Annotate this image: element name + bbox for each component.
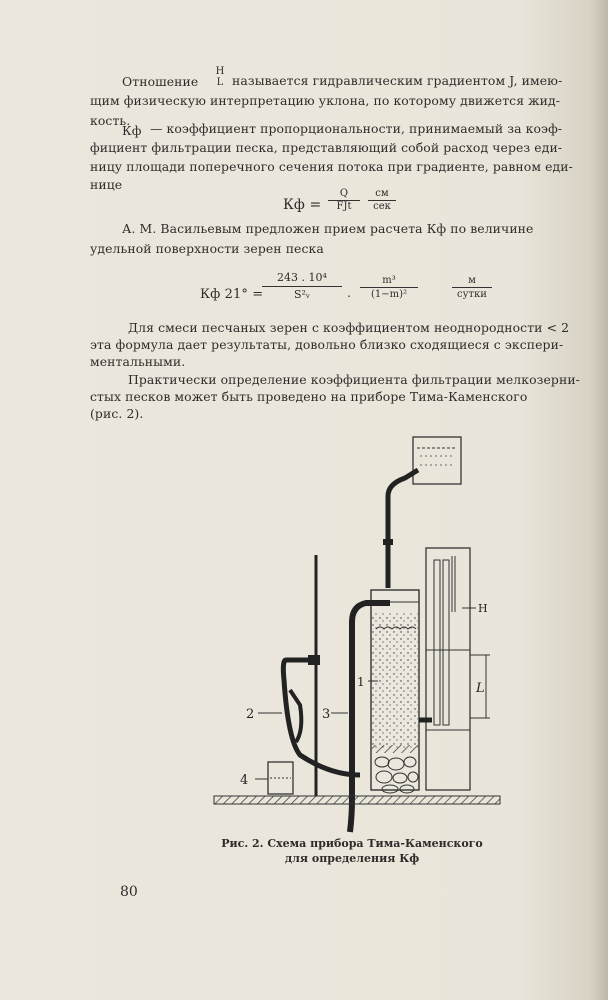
text-line: (рис. 2).: [90, 406, 144, 421]
text-line: фициент фильтрации песка, представляющий…: [90, 140, 563, 155]
text-line: А. М. Васильевым предложен прием расчета…: [122, 221, 534, 236]
formula1-unit: см сек: [368, 188, 396, 213]
formula2-denominator: S²ᵥ: [293, 288, 311, 301]
drain-tube-end: [288, 688, 304, 744]
text-line: — коэффициент пропорциональности, приним…: [150, 121, 563, 136]
text-line: кость.: [90, 113, 131, 128]
drain-tube: [280, 657, 361, 778]
text-line: нице: [90, 177, 123, 192]
formula2-dot: .: [347, 285, 352, 300]
formula2-unit-num: м: [452, 274, 492, 288]
text-line: щим физическую интерпретацию уклона, по …: [90, 93, 561, 108]
text-line: называется гидравлическим градиентом J, …: [232, 73, 563, 88]
formula2-fraction: 243 . 10⁴ S²ᵥ: [262, 270, 342, 303]
formula2-unit-den: сутки: [457, 289, 487, 300]
label-H: H: [478, 602, 488, 615]
formula2-unit: м сутки: [452, 274, 492, 301]
formula2-porosity-den: (1−m)²: [370, 289, 408, 300]
text-line: эта формула дает результаты, довольно бл…: [90, 337, 564, 352]
label-2: 2: [246, 707, 254, 722]
siphon-tube: [385, 467, 420, 588]
tube-clamp: [383, 539, 393, 545]
text-line: Для смеси песчаных зерен с коэффициентом…: [128, 320, 570, 335]
piezometer: [425, 547, 471, 791]
base-plate: [213, 795, 501, 805]
formula1-unit-num: см: [368, 188, 396, 201]
formula2-porosity: m³ (1−m)²: [360, 274, 418, 301]
formula2-porosity-num: m³: [360, 274, 418, 288]
filter-column: [370, 589, 420, 794]
text-line: стых песков может быть проведено на приб…: [90, 389, 528, 404]
beaker: [267, 761, 294, 795]
formula2-numerator: 243 . 10⁴: [262, 270, 342, 287]
outlet-tube: [347, 600, 390, 833]
caption-line-1: Рис. 2. Схема прибора Тима-Каменского: [221, 837, 483, 850]
formula2-lhs: Кф 21° =: [200, 287, 264, 302]
kf-symbol: Кф: [122, 123, 142, 138]
ratio-numerator: H: [215, 66, 225, 77]
label-1: 1: [357, 675, 365, 689]
label-3: 3: [322, 707, 330, 722]
ratio-denominator: L: [216, 77, 224, 88]
text-line: удельной поверхности зерен песка: [90, 241, 324, 256]
page-number: 80: [120, 884, 138, 900]
ratio-fraction: H L: [213, 66, 227, 88]
label-4: 4: [240, 773, 248, 788]
text-line: ницу площади поперечного сечения потока …: [90, 159, 573, 174]
text-line: Отношение: [122, 74, 199, 89]
formula1-fraction: Q FJt: [328, 188, 360, 213]
text-line: Практически определение коэффициента фил…: [128, 372, 580, 387]
figure-caption: Рис. 2. Схема прибора Тима-Каменского дл…: [212, 836, 492, 866]
caption-line-2: для определения Кф: [284, 852, 420, 865]
formula1-denominator: FJt: [336, 201, 352, 212]
water-tank: [412, 436, 462, 485]
label-L: L: [475, 681, 485, 696]
stand-clamp: [308, 655, 320, 665]
formula1-numerator: Q: [328, 188, 360, 201]
formula1-unit-den: сек: [373, 201, 391, 212]
formula1-lhs: Кф =: [283, 197, 322, 213]
text-line: ментальными.: [90, 354, 186, 369]
